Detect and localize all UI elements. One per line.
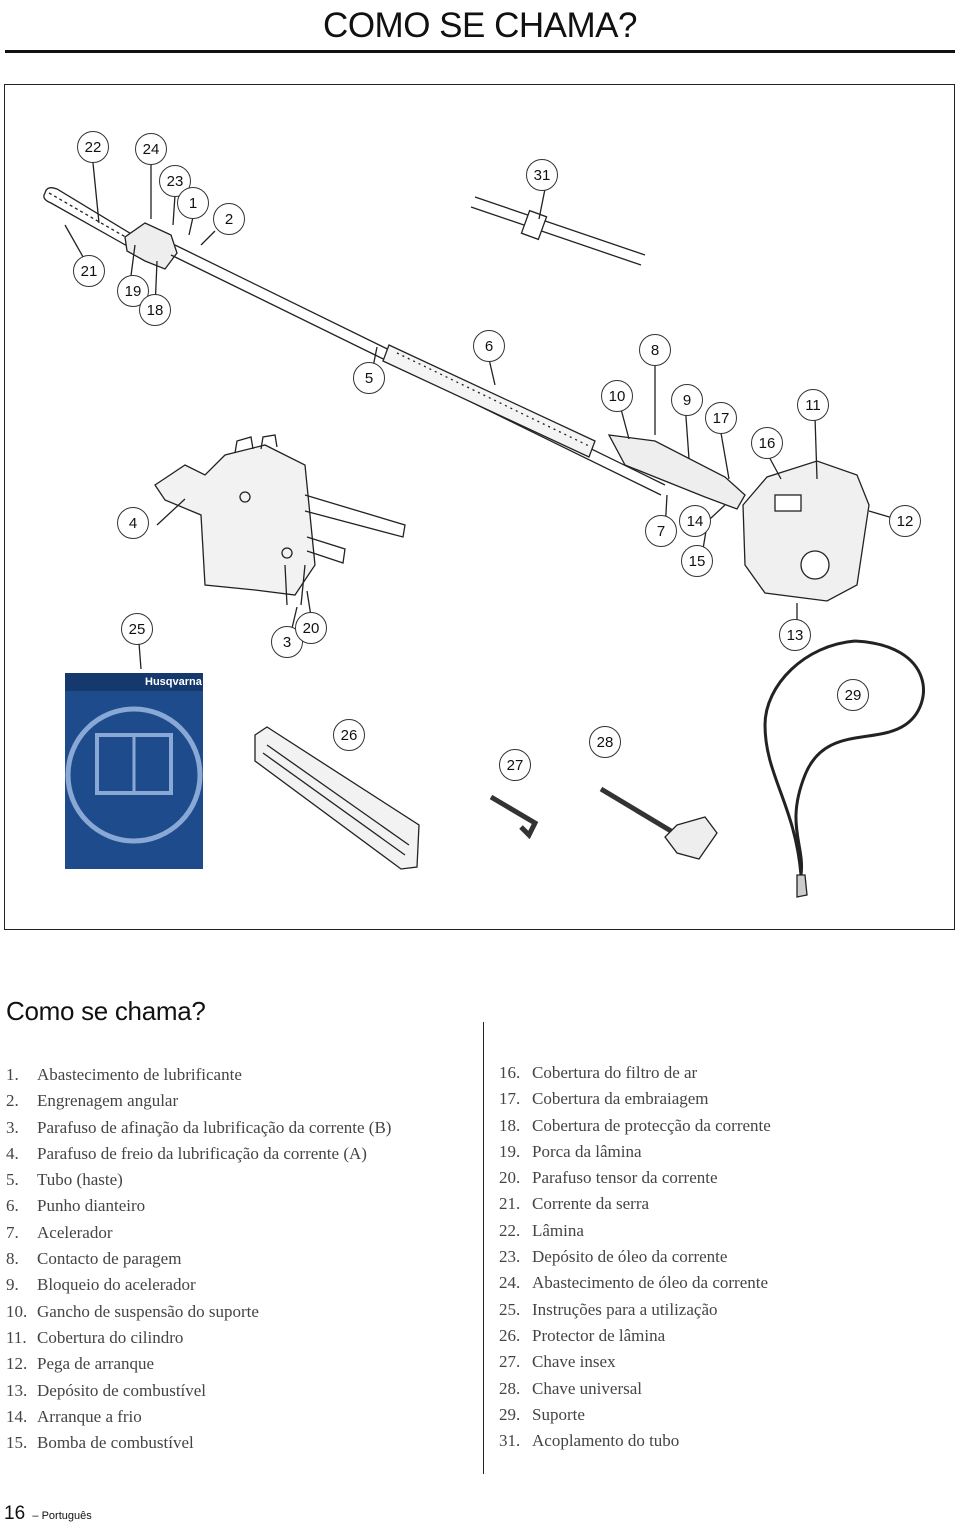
column-divider <box>483 1022 484 1474</box>
callout: 16 <box>751 427 783 459</box>
callout: 20 <box>295 612 327 644</box>
list-item: 17.Cobertura da embraiagem <box>499 1089 709 1109</box>
title-rule <box>5 50 955 53</box>
universal-wrench <box>599 786 683 840</box>
list-item: 27.Chave insex <box>499 1352 616 1372</box>
list-item: 2.Engrenagem angular <box>6 1091 179 1111</box>
callout: 6 <box>473 330 505 362</box>
hex-key <box>489 794 539 840</box>
callout: 4 <box>117 507 149 539</box>
manual-brand: Husqvarna <box>145 676 203 688</box>
callout: 14 <box>679 505 711 537</box>
diagram-drawing: Husqvarna <box>43 162 925 898</box>
section-subtitle: Como se chama? <box>6 996 206 1026</box>
list-item: 21.Corrente da serra <box>499 1194 650 1214</box>
callout: 27 <box>499 749 531 781</box>
page-language: – Português <box>32 1510 92 1522</box>
saw-bar <box>43 187 134 248</box>
callout: 1 <box>177 187 209 219</box>
list-item: 5.Tubo (haste) <box>6 1170 123 1190</box>
page-footer: 16 – Português <box>4 1503 92 1525</box>
callout: 7 <box>645 515 677 547</box>
enlarged-gear-head <box>154 444 316 596</box>
list-item: 13.Depósito de combustível <box>6 1380 207 1400</box>
list-item: 29.Suporte <box>499 1404 585 1424</box>
callout: 25 <box>121 613 153 645</box>
list-item: 26.Protector de lâmina <box>499 1325 666 1345</box>
list-item: 4.Parafuso de freio da lubrificação da c… <box>6 1143 367 1163</box>
list-item: 7.Acelerador <box>6 1222 113 1242</box>
callout: 5 <box>353 362 385 394</box>
callout: 8 <box>639 334 671 366</box>
list-item: 6.Punho dianteiro <box>6 1196 146 1216</box>
list-item: 1.Abastecimento de lubrificante <box>6 1065 242 1084</box>
callout: 15 <box>681 545 713 577</box>
page-title: COMO SE CHAMA? <box>323 6 637 45</box>
callout: 31 <box>526 159 558 191</box>
list-item: 19.Porca da lâmina <box>499 1141 642 1161</box>
list-item: 31.Acoplamento do tubo <box>499 1431 680 1451</box>
harness-strap <box>763 639 925 876</box>
bar-cover <box>254 726 420 870</box>
pipe-coupling <box>470 196 646 266</box>
list-item: 12.Pega de arranque <box>6 1354 155 1374</box>
callout: 26 <box>333 719 365 751</box>
callout: 13 <box>779 619 811 651</box>
parts-list-left: 1.Abastecimento de lubrificante 2.Engren… <box>6 1062 391 1456</box>
list-item: 10.Gancho de suspensão do suporte <box>6 1301 259 1321</box>
page-number: 16 <box>4 1503 26 1524</box>
list-item: 3.Parafuso de afinação da lubrificação d… <box>6 1117 392 1137</box>
list-item: 24.Abastecimento de óleo da corrente <box>499 1273 769 1293</box>
engine-unit <box>742 460 870 602</box>
gear-head <box>124 222 178 270</box>
callout: 11 <box>797 389 829 421</box>
list-item: 14.Arranque a frio <box>6 1406 142 1426</box>
list-item: 16.Cobertura do filtro de ar <box>499 1063 698 1082</box>
callout: 10 <box>601 380 633 412</box>
list-item: 9.Bloqueio do acelerador <box>6 1275 196 1295</box>
list-item: 15.Bomba de combustível <box>6 1433 194 1453</box>
list-item: 23.Depósito de óleo da corrente <box>499 1247 728 1267</box>
list-item: 8.Contacto de paragem <box>6 1249 182 1269</box>
callout: 17 <box>705 402 737 434</box>
callout: 21 <box>73 255 105 287</box>
callout: 2 <box>213 203 245 235</box>
parts-diagram: Husqvarna 22 24 23 1 2 31 21 19 18 5 6 8… <box>4 84 955 930</box>
front-handle <box>382 344 596 458</box>
callout: 22 <box>77 131 109 163</box>
list-item: 20.Parafuso tensor da corrente <box>499 1168 718 1188</box>
callout: 24 <box>135 133 167 165</box>
list-item: 18.Cobertura de protecção da corrente <box>499 1115 771 1135</box>
list-item: 11.Cobertura do cilindro <box>6 1327 184 1347</box>
callout: 28 <box>589 726 621 758</box>
list-item: 28.Chave universal <box>499 1378 642 1398</box>
list-item: 22.Lâmina <box>499 1220 584 1240</box>
parts-list-right: 16.Cobertura do filtro de ar 17.Cobertur… <box>499 1060 771 1454</box>
callout: 12 <box>889 505 921 537</box>
callout: 29 <box>837 679 869 711</box>
callout: 9 <box>671 384 703 416</box>
list-item: 25.Instruções para a utilização <box>499 1299 718 1319</box>
throttle-handle <box>607 434 746 510</box>
callout: 18 <box>139 294 171 326</box>
